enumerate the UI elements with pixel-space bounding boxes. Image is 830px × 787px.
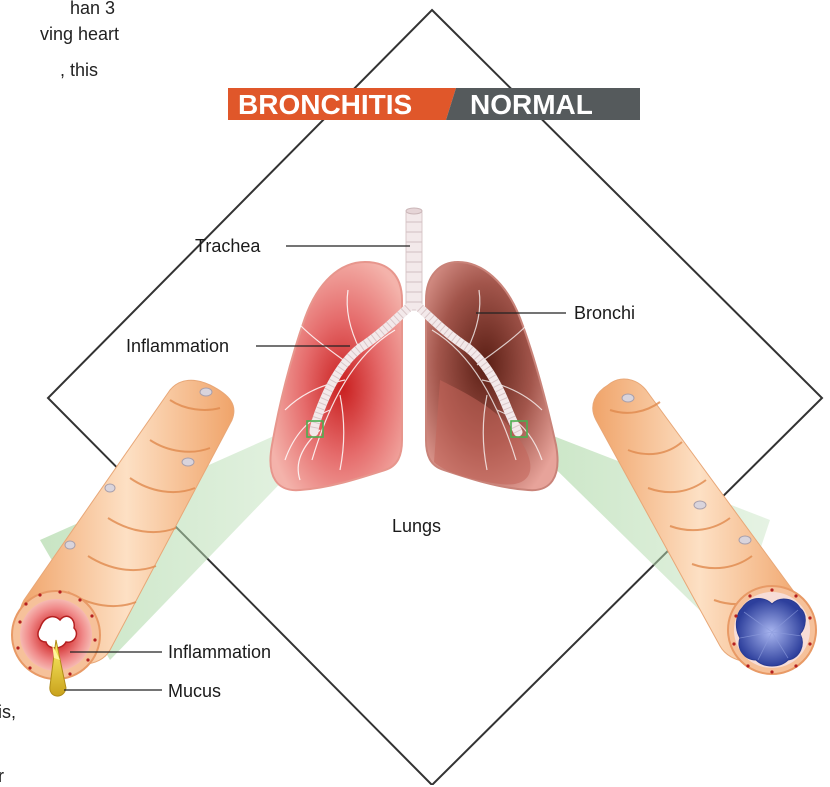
label-mucus: Mucus xyxy=(168,681,221,701)
trachea-icon xyxy=(406,208,422,310)
label-trachea: Trachea xyxy=(195,236,261,256)
label-lungs: Lungs xyxy=(392,516,441,536)
label-inflammation-tube: Inflammation xyxy=(168,642,271,662)
label-bronchi: Bronchi xyxy=(574,303,635,323)
title-bronchitis: BRONCHITIS xyxy=(238,89,412,120)
lungs-icon xyxy=(270,208,557,490)
title-banner: BRONCHITIS NORMAL xyxy=(228,88,640,120)
title-normal: NORMAL xyxy=(470,89,593,120)
label-inflammation-lung: Inflammation xyxy=(126,336,229,356)
